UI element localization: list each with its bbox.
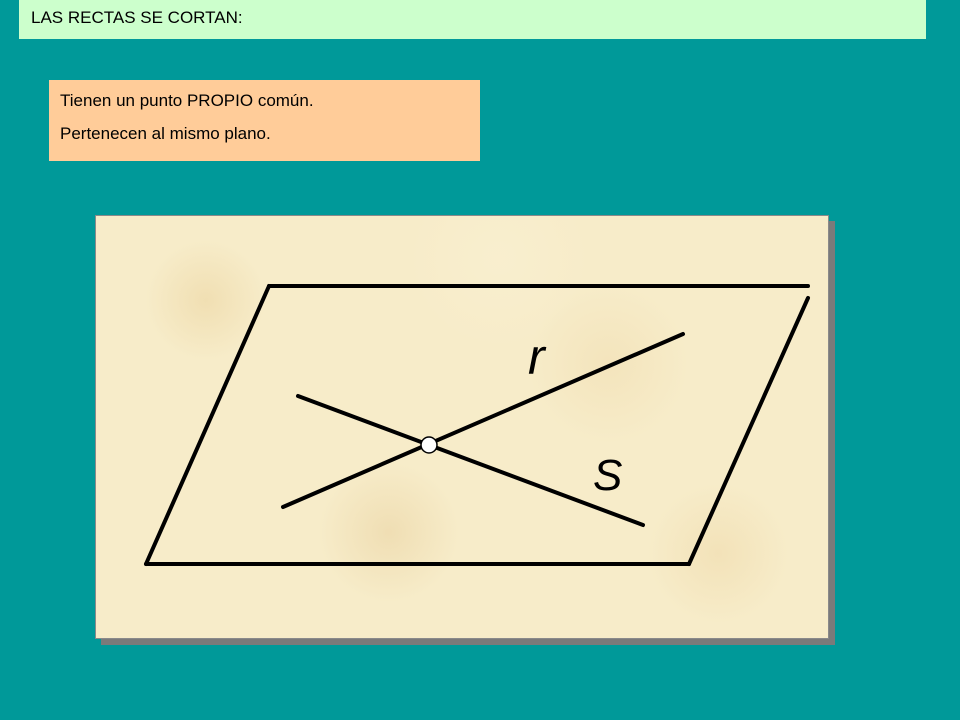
info-line-common-point: Tienen un punto PROPIO común. [60, 91, 314, 110]
plane-right-edge [687, 296, 810, 566]
slide-title: LAS RECTAS SE CORTAN: [31, 8, 243, 27]
diagram-svg: r S [144, 284, 810, 566]
info-line-same-plane: Pertenecen al mismo plano. [60, 124, 271, 143]
info-box: Tienen un punto PROPIO común. Pertenecen… [49, 80, 480, 161]
line-r [281, 332, 685, 509]
diagram-figure: r S [95, 215, 829, 639]
plane-left-edge [144, 284, 271, 566]
label-s: S [593, 451, 622, 500]
slide-title-bar: LAS RECTAS SE CORTAN: [19, 0, 926, 39]
intersection-point [420, 436, 438, 454]
label-r: r [528, 329, 547, 385]
line-s [296, 394, 645, 527]
